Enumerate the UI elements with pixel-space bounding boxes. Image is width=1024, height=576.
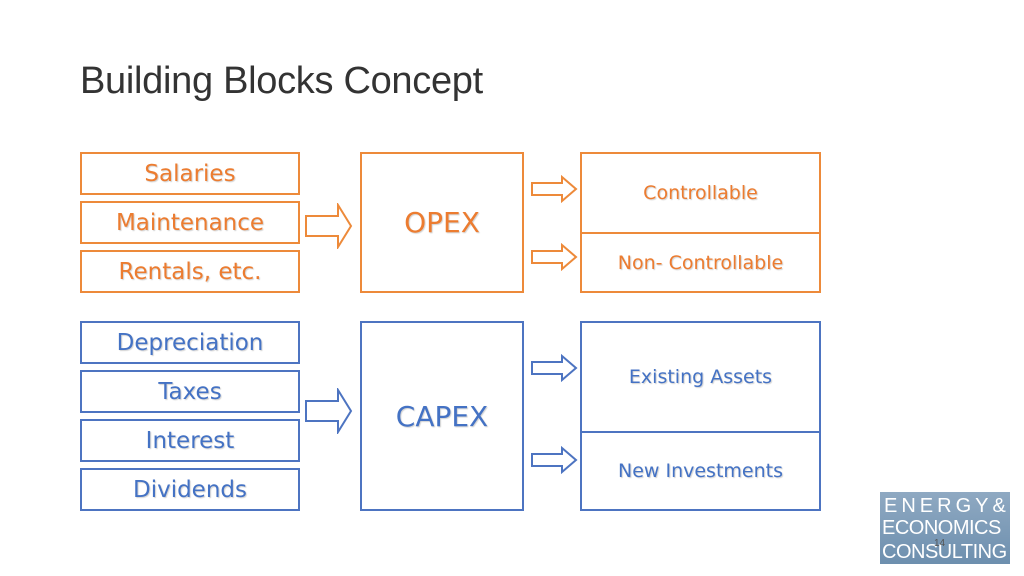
capex-input-interest: Interest bbox=[80, 419, 300, 462]
capex-input-dividends: Dividends bbox=[80, 468, 300, 511]
opex-box: OPEX bbox=[360, 152, 524, 293]
opex-input-arrow bbox=[305, 203, 353, 249]
capex-input-taxes: Taxes bbox=[80, 370, 300, 413]
logo-line-3: CONSULTING bbox=[882, 541, 1007, 563]
opex-output-non-controllable: Non- Controllable bbox=[617, 251, 784, 274]
logo-line-2: ECONOMICS bbox=[882, 517, 1001, 539]
capex-box: CAPEX bbox=[360, 321, 524, 511]
opex-input-maintenance: Maintenance bbox=[80, 201, 300, 244]
opex-output-panel: Controllable Non- Controllable bbox=[580, 152, 821, 293]
opex-output-arrow-controllable bbox=[531, 175, 578, 203]
opex-output-arrow-non-controllable bbox=[531, 243, 578, 271]
capex-input-depreciation: Depreciation bbox=[80, 321, 300, 364]
opex-output-controllable: Controllable bbox=[582, 154, 819, 234]
capex-output-panel: Existing Assets New Investments bbox=[580, 321, 821, 511]
capex-output-existing-assets: Existing Assets bbox=[582, 323, 819, 433]
capex-output-arrow-new bbox=[531, 446, 578, 474]
company-logo: ENERGY& ECONOMICS CONSULTING bbox=[880, 492, 1010, 564]
opex-input-rentals: Rentals, etc. bbox=[80, 250, 300, 293]
opex-input-salaries: Salaries bbox=[80, 152, 300, 195]
capex-output-arrow-existing bbox=[531, 354, 578, 382]
page-number: 14 bbox=[934, 538, 946, 549]
capex-input-arrow bbox=[305, 388, 353, 434]
capex-output-new-investments: New Investments bbox=[618, 460, 783, 482]
logo-line-1: ENERGY& bbox=[884, 495, 1010, 517]
slide-title: Building Blocks Concept bbox=[80, 60, 483, 102]
